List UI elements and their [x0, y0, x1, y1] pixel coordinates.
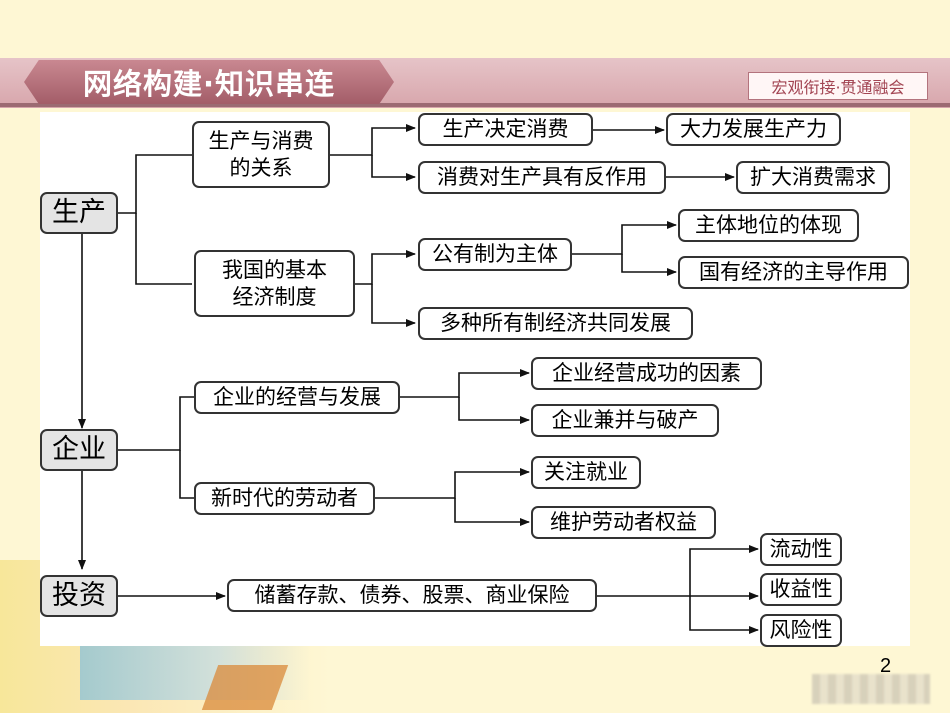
blurred-watermark	[812, 674, 930, 704]
node-merger-bankruptcy: 企业兼并与破产	[531, 404, 719, 437]
node-success-factors: 企业经营成功的因素	[531, 357, 762, 390]
node-basic-economic-system: 我国的基本经济制度	[194, 250, 355, 317]
slide-subtitle: 宏观衔接·贯通融会	[748, 72, 928, 100]
node-production-decides: 生产决定消费	[418, 113, 593, 146]
node-investment-methods: 储蓄存款、债券、股票、商业保险	[227, 579, 597, 612]
node-enterprise-operation: 企业的经营与发展	[194, 381, 400, 414]
node-profitability: 收益性	[760, 573, 842, 606]
root-production: 生产	[40, 192, 118, 234]
header-divider	[0, 103, 950, 107]
root-investment: 投资	[40, 575, 118, 617]
root-enterprise: 企业	[40, 429, 118, 471]
node-state-economy-role: 国有经济的主导作用	[678, 256, 909, 289]
node-develop-productivity: 大力发展生产力	[666, 113, 841, 146]
node-public-ownership: 公有制为主体	[418, 238, 572, 271]
node-multiple-ownership: 多种所有制经济共同发展	[418, 307, 693, 340]
node-main-status: 主体地位的体现	[678, 209, 859, 242]
node-production-consumption-relation: 生产与消费的关系	[192, 121, 330, 188]
node-employment: 关注就业	[531, 456, 641, 489]
node-expand-demand: 扩大消费需求	[736, 161, 890, 194]
node-consumption-reacts: 消费对生产具有反作用	[418, 161, 666, 194]
page-number: 2	[880, 655, 892, 677]
slide-title: 网络构建·知识串连	[24, 60, 394, 104]
node-new-era-workers: 新时代的劳动者	[194, 482, 375, 515]
node-worker-rights: 维护劳动者权益	[531, 506, 716, 539]
node-risk: 风险性	[760, 614, 842, 647]
node-liquidity: 流动性	[760, 533, 842, 566]
